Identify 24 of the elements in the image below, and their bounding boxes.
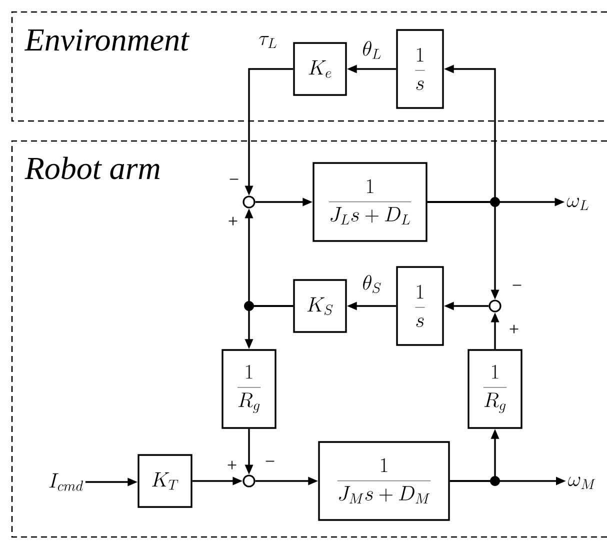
- transfer-block: $K_S$: [293, 279, 347, 333]
- summing-junction: [242, 196, 256, 208]
- signal-label: $\omega_M$: [568, 476, 596, 490]
- sign-label: −: [512, 284, 522, 286]
- signal-label: $I_{cmd}$: [49, 473, 84, 491]
- sign-label: +: [510, 324, 518, 334]
- transfer-block: $\frac{1}{J_M s+D_M}$: [318, 441, 450, 521]
- transfer-block: $\frac{1}{R_g}$: [468, 349, 522, 429]
- transfer-block: $\frac{1}{s}$: [396, 29, 444, 109]
- transfer-block: $K_e$: [293, 42, 347, 96]
- signal-label: $\theta_L$: [363, 41, 381, 59]
- signal-label: $\omega_L$: [566, 198, 588, 210]
- sign-label: −: [266, 460, 274, 462]
- summing-junction: [242, 474, 256, 488]
- signal-label: $\theta_S$: [363, 275, 381, 294]
- transfer-block: $\frac{1}{J_L s+D_L}$: [312, 162, 428, 242]
- summing-junction: [488, 300, 502, 312]
- transfer-block: $K_T$: [138, 454, 192, 508]
- transfer-block: $\frac{1}{R_g}$: [222, 349, 276, 429]
- sign-label: +: [228, 216, 238, 226]
- transfer-block: $\frac{1}{s}$: [396, 266, 444, 346]
- signal-label: $\tau_L$: [259, 36, 276, 48]
- sign-label: −: [230, 178, 238, 180]
- sign-label: +: [228, 460, 236, 470]
